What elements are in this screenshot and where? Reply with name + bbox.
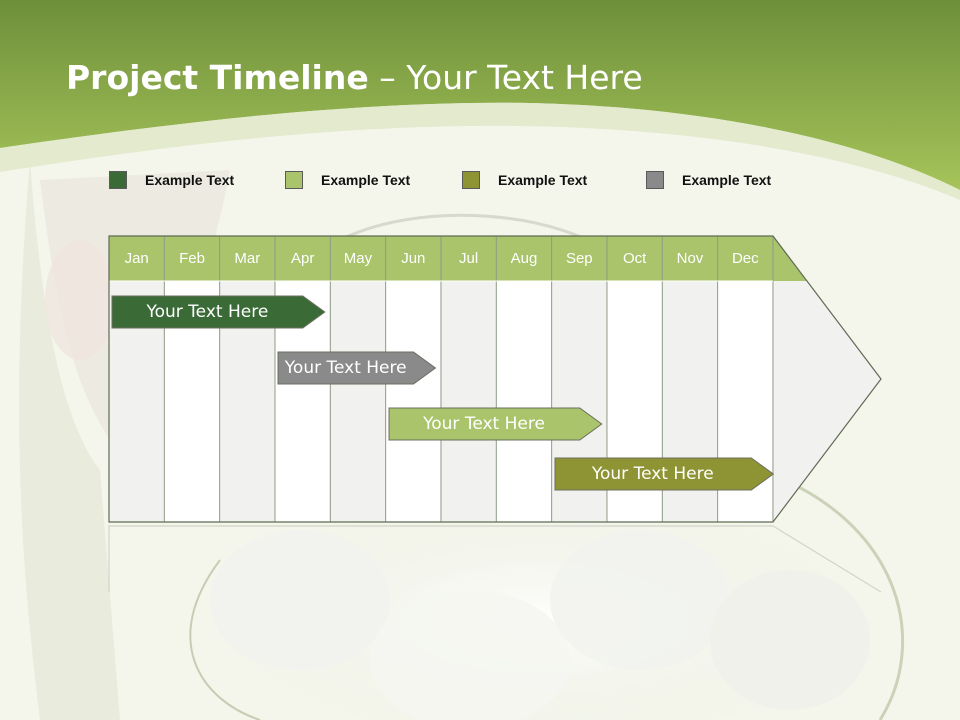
legend-item-3: Example Text: [462, 170, 587, 190]
month-label-oct: Oct: [622, 250, 647, 267]
month-label-jan: Jan: [124, 250, 149, 267]
month-label-mar: Mar: [234, 250, 261, 267]
task-arrow-shape-4: [554, 457, 774, 491]
legend-label-2: Example Text: [321, 172, 411, 188]
month-label-feb: Feb: [179, 250, 205, 267]
timeline-reflection: [108, 525, 882, 593]
task-label-2: Your Text Here: [284, 358, 407, 378]
month-column-may: [330, 281, 386, 522]
title-main: Project Timeline: [66, 58, 369, 97]
task-arrow-4: [554, 457, 774, 491]
legend-item-4: Example Text: [646, 170, 771, 190]
title-subtitle: – Your Text Here: [368, 58, 643, 97]
legend-item-1: Example Text: [109, 170, 234, 190]
task-arrow-shape-1: [111, 295, 326, 329]
timeline-header-band: [109, 236, 807, 281]
month-column-aug: [496, 281, 552, 522]
task-label-3: Your Text Here: [423, 414, 545, 434]
task-bar-1: Your Text Here: [111, 295, 326, 329]
task-bar-2: Your Text Here: [277, 351, 437, 385]
month-label-aug: Aug: [510, 250, 538, 267]
timeline-arrow-outline: [108, 235, 882, 523]
month-label-jun: Jun: [401, 250, 426, 267]
legend-label-1: Example Text: [145, 172, 235, 188]
task-arrow-2: [277, 351, 437, 385]
task-arrow-1: [111, 295, 326, 329]
task-bar-3: Your Text Here: [388, 407, 603, 441]
legend-label-4: Example Text: [682, 172, 772, 188]
legend-swatch-1: [109, 171, 127, 189]
legend-swatch-2: [285, 171, 303, 189]
month-column-jul: [440, 281, 497, 522]
month-label-sep: Sep: [565, 250, 593, 267]
month-label-nov: Nov: [676, 250, 704, 267]
legend-swatch-3: [462, 171, 480, 189]
month-label-jul: Jul: [459, 250, 479, 267]
task-arrow-shape-2: [277, 351, 437, 385]
task-bar-4: Your Text Here: [554, 457, 774, 491]
task-label-4: Your Text Here: [591, 464, 714, 484]
page-title: Project Timeline – Your Text Here: [66, 58, 643, 97]
legend-label-3: Example Text: [498, 172, 588, 188]
task-arrow-3: [388, 407, 603, 441]
legend-swatch-4: [646, 171, 664, 189]
task-label-1: Your Text Here: [146, 302, 269, 322]
month-label-dec: Dec: [731, 250, 759, 267]
month-label-may: May: [343, 250, 373, 267]
task-arrow-shape-3: [388, 407, 603, 441]
month-column-jun: [385, 281, 441, 522]
month-label-apr: Apr: [290, 250, 315, 267]
timeline-chart: Jan Feb Mar Apr May Jun Jul Aug Sep Oct Nov Dec You…: [108, 235, 882, 593]
legend-item-2: Example Text: [285, 170, 410, 190]
